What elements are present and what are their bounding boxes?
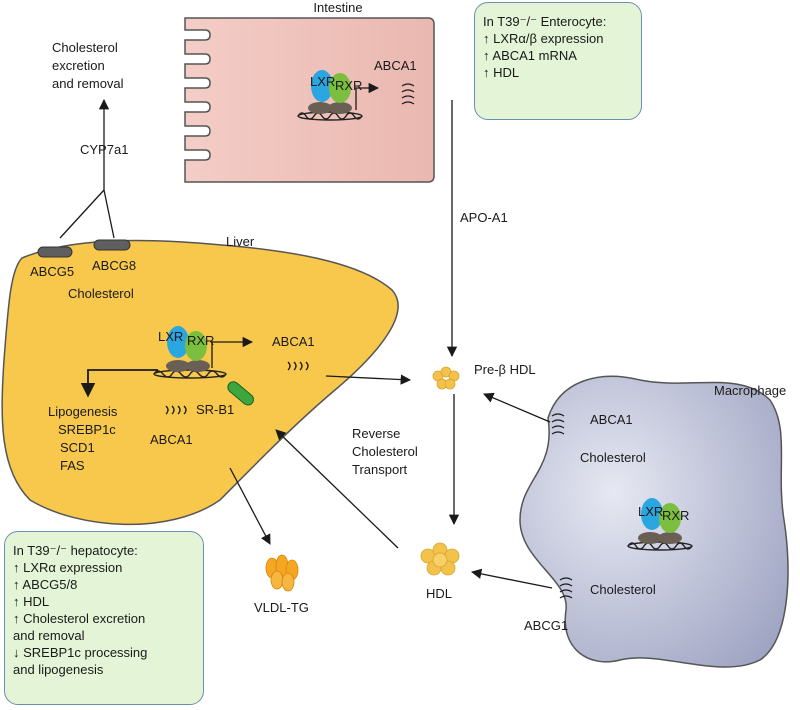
lipogenesis-label: Lipogenesis xyxy=(48,404,118,419)
hdl-particle xyxy=(420,542,460,576)
rxr-protein xyxy=(659,503,681,533)
transcription-arrow xyxy=(211,336,254,368)
abca1-liver-bottom-label: ABCA1 xyxy=(150,432,193,447)
pre-beta-hdl-particle xyxy=(432,366,460,390)
cholesterol-excretion-line3: and removal xyxy=(52,76,124,91)
enterocyte-note-title: In T39⁻/⁻ Enterocyte: xyxy=(483,14,607,29)
rxr-protein xyxy=(185,331,207,361)
intestine-cell: Intestine LXR RXR ABCA1 xyxy=(184,0,435,183)
hepatocyte-note-line: ↓ SREBP1c processing xyxy=(13,645,148,660)
rxr-label: RXR xyxy=(335,78,362,93)
macrophage-label: Macrophage xyxy=(714,383,786,398)
enterocyte-note: In T39⁻/⁻ Enterocyte: ↑ LXRα/β expressio… xyxy=(474,2,642,120)
dna-helix-strand xyxy=(627,542,693,550)
abca1-intestine-label: ABCA1 xyxy=(374,58,417,73)
rxr-protein xyxy=(329,73,351,103)
dna-helix-strand xyxy=(297,112,363,120)
vldl-tg-particle xyxy=(265,554,299,592)
reverse-transport-line2: Cholesterol xyxy=(352,444,418,459)
hepatocyte-note-line: ↑ Cholesterol excretion xyxy=(13,611,146,626)
liver-label: Liver xyxy=(226,234,255,249)
abca1-intestine-transporter xyxy=(401,83,415,105)
dna-binding-domain xyxy=(328,102,352,114)
lxr-protein xyxy=(311,70,333,102)
lipogenesis-arrow xyxy=(80,369,158,398)
lxr-label: LXR xyxy=(638,504,663,519)
dna-binding-domain xyxy=(166,360,190,372)
macrophage-cholesterol-top-label: Cholesterol xyxy=(580,450,646,465)
abcg1-transporter xyxy=(559,577,573,599)
rxr-label: RXR xyxy=(662,508,689,523)
hepatocyte-note-line: ↑ HDL xyxy=(13,594,50,609)
enterocyte-note-line: ↑ ABCA1 mRNA xyxy=(483,48,577,63)
reverse-transport-line3: Transport xyxy=(352,462,408,477)
vldl-tg-label: VLDL-TG xyxy=(254,600,309,615)
lxr-label: LXR xyxy=(158,329,183,344)
macrophage-to-hdl-arrow xyxy=(470,568,553,589)
pre-beta-hdl-label: Pre-β HDL xyxy=(474,362,536,377)
hdl-label: HDL xyxy=(426,586,452,601)
liver-cholesterol-label: Cholesterol xyxy=(68,286,134,301)
transcription-arrow xyxy=(355,82,380,110)
fas-label: FAS xyxy=(60,458,85,473)
hepatocyte-note-line: ↑ LXRα expression xyxy=(13,560,123,575)
intestine-shape xyxy=(184,17,435,183)
abcg8-label: ABCG8 xyxy=(92,258,136,273)
reverse-transport-line1: Reverse xyxy=(352,426,400,441)
abcg5-label: ABCG5 xyxy=(30,264,74,279)
macrophage-to-pre-beta-arrow xyxy=(483,392,551,423)
abcg5-path xyxy=(59,189,105,239)
hdl-to-sr-b1-arrow xyxy=(275,429,399,549)
dna-binding-domain xyxy=(658,532,682,544)
enterocyte-note-line: ↑ LXRα/β expression xyxy=(483,31,604,46)
cholesterol-excretion-line2: excretion xyxy=(52,58,105,73)
macrophage-cholesterol-bottom-label: Cholesterol xyxy=(590,582,656,597)
lxr-protein xyxy=(641,498,663,530)
macrophage-cell: Macrophage ABCA1 Cholesterol LXR RXR Cho… xyxy=(519,375,789,668)
dna-helix-strand xyxy=(153,370,227,378)
cholesterol-excretion-line1: Cholesterol xyxy=(52,40,118,55)
abca1-liver-bottom-transporter xyxy=(165,405,187,415)
hepatocyte-note-line: and lipogenesis xyxy=(13,662,104,677)
liver-shape xyxy=(1,239,399,526)
abca1-liver-right-label: ABCA1 xyxy=(272,334,315,349)
abcg8-transporter xyxy=(93,239,131,251)
sr-b1-receptor xyxy=(227,381,254,406)
abca1-macrophage-label: ABCA1 xyxy=(590,412,633,427)
abcg5-transporter xyxy=(37,246,73,258)
enterocyte-note-line: ↑ HDL xyxy=(483,65,520,80)
lxr-protein xyxy=(167,326,189,358)
hepatocyte-note: In T39⁻/⁻ hepatocyte: ↑ LXRα expression … xyxy=(4,531,204,705)
liver-cell: Liver ABCG5 ABCG8 Cholesterol LXR RXR Li… xyxy=(1,234,399,526)
abcg1-label: ABCG1 xyxy=(524,618,568,633)
hepatocyte-note-line: ↑ ABCG5/8 xyxy=(13,577,78,592)
sr-b1-label: SR-B1 xyxy=(196,402,234,417)
dna-binding-domain xyxy=(186,360,210,372)
scd1-label: SCD1 xyxy=(60,440,95,455)
hepatocyte-note-title: In T39⁻/⁻ hepatocyte: xyxy=(13,543,138,558)
abca1-liver-right-transporter xyxy=(287,361,309,371)
liver-to-vldl-arrow xyxy=(229,467,271,545)
apo-a1-label: APO-A1 xyxy=(460,210,508,225)
lxr-label: LXR xyxy=(310,74,335,89)
cyp7a1-label: CYP7a1 xyxy=(80,142,128,157)
intestine-label: Intestine xyxy=(313,0,362,15)
srebp1c-label: SREBP1c xyxy=(58,422,116,437)
rxr-label: RXR xyxy=(187,333,214,348)
abca1-macrophage-transporter xyxy=(551,413,565,435)
abcg8-path xyxy=(103,189,115,239)
hepatocyte-note-line: and removal xyxy=(13,628,85,643)
dna-binding-domain xyxy=(638,532,662,544)
dna-binding-domain xyxy=(308,102,332,114)
liver-to-pre-beta-arrow xyxy=(325,374,412,385)
